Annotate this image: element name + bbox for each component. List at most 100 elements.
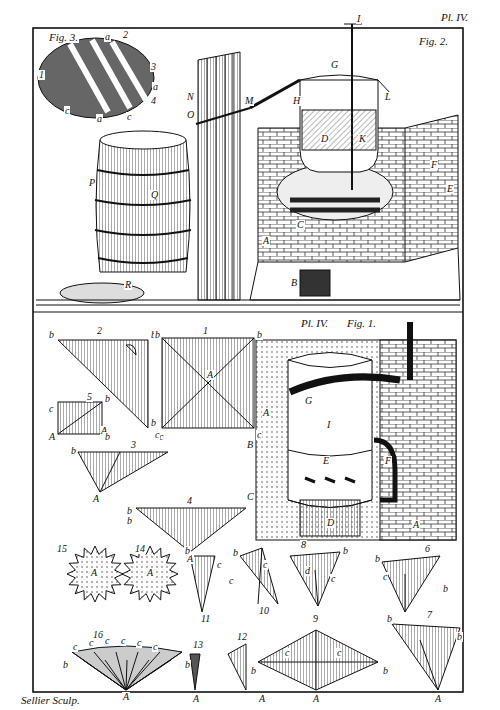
- callout-letter: D: [326, 518, 335, 528]
- callout-letter: B: [290, 278, 298, 288]
- callout-letter: Q: [150, 190, 159, 200]
- callout-letter: 1: [202, 326, 209, 336]
- callout-letter: 15: [56, 544, 68, 554]
- callout-letter: 2: [122, 30, 129, 40]
- callout-letter: c: [48, 404, 54, 414]
- callout-letter: E: [322, 456, 330, 466]
- callout-letter: c: [126, 112, 132, 122]
- callout-letter: 4: [186, 496, 193, 506]
- callout-letter: b: [250, 666, 257, 676]
- callout-letter: a: [104, 32, 111, 42]
- callout-letter: A: [258, 694, 266, 704]
- callout-letter: c: [72, 642, 78, 652]
- callout-letter: a: [96, 114, 103, 124]
- callout-letter: c: [256, 430, 262, 440]
- callout-letter: b: [374, 554, 381, 564]
- callout-letter: O: [186, 110, 195, 120]
- callout-letter: b: [232, 548, 239, 558]
- callout-letter: N: [186, 92, 195, 102]
- callout-letter: c: [154, 430, 160, 440]
- callout-letter: A: [122, 692, 130, 702]
- callout-letter: A: [434, 694, 442, 704]
- callout-letter: C: [296, 220, 305, 230]
- callout-letter: C: [246, 492, 255, 502]
- callout-letter: A: [312, 694, 320, 704]
- callout-letter: b: [456, 632, 463, 642]
- callout-letter: b: [70, 446, 77, 456]
- callout-letter: b: [386, 614, 393, 624]
- callout-letter: G: [330, 60, 339, 70]
- callout-letter: K: [358, 134, 367, 144]
- callout-letter: c: [262, 560, 268, 570]
- callout-letter: A: [146, 568, 154, 578]
- callout-letter: G: [304, 396, 313, 406]
- callout-letter: D: [320, 134, 329, 144]
- callout-letter: P: [88, 178, 96, 188]
- callout-letter: A: [48, 432, 56, 442]
- callout-letter: 12: [236, 632, 248, 642]
- callout-letter: R: [124, 280, 132, 290]
- callout-letter: 5: [86, 392, 93, 402]
- callout-letter: c: [136, 638, 142, 648]
- callout-letter: a: [152, 82, 159, 92]
- callout-letter: b: [150, 418, 157, 428]
- callout-letter: c: [330, 574, 336, 584]
- callout-letter: 3: [130, 440, 137, 450]
- callout-letter: F: [384, 456, 392, 466]
- callout-letter: d: [304, 566, 311, 576]
- star-fold: [122, 546, 178, 602]
- callout-letter: c: [88, 638, 94, 648]
- callout-letter: b: [48, 330, 55, 340]
- callout-letter: b: [62, 660, 69, 670]
- callout-letter: c: [152, 642, 158, 652]
- callout-letter: F: [430, 160, 438, 170]
- callout-letter: c: [284, 648, 290, 658]
- callout-letter: 7: [426, 610, 433, 620]
- callout-letter: 11: [200, 614, 211, 624]
- callout-letter: b: [154, 330, 161, 340]
- callout-letter: 1: [38, 70, 45, 80]
- callout-letter: b: [126, 516, 133, 526]
- callout-letter: c: [104, 636, 110, 646]
- callout-letter: b: [126, 506, 133, 516]
- callout-letter: b: [256, 330, 263, 340]
- callout-letter: A: [192, 694, 200, 704]
- callout-letter: L: [384, 92, 392, 102]
- callout-letter: b: [382, 666, 389, 676]
- callout-letter: b: [184, 546, 191, 556]
- callout-letter: A: [90, 568, 98, 578]
- callout-letter: b: [184, 660, 191, 670]
- callout-letter: b: [342, 546, 349, 556]
- plate-heading: Fig. 3.: [48, 32, 79, 43]
- callout-letter: 13: [192, 640, 204, 650]
- fan-fold: [72, 646, 182, 690]
- plate-heading: Fig. 2.: [418, 36, 449, 47]
- callout-letter: b: [104, 394, 111, 404]
- callout-letter: M: [244, 96, 254, 106]
- plate-heading: Fig. 1.: [346, 318, 377, 329]
- plate-heading: Pl. IV.: [300, 318, 329, 329]
- callout-letter: 4: [150, 96, 157, 106]
- callout-letter: H: [292, 96, 301, 106]
- callout-letter: c: [228, 576, 234, 586]
- callout-letter: 8: [300, 540, 307, 550]
- plate-heading: Sellier Sculp.: [20, 695, 81, 706]
- callout-letter: c: [382, 572, 388, 582]
- callout-letter: 2: [96, 326, 103, 336]
- callout-letter: b: [442, 584, 449, 594]
- callout-letter: c: [120, 636, 126, 646]
- callout-letter: A: [262, 236, 270, 246]
- callout-letter: 9: [312, 614, 319, 624]
- callout-letter: A: [412, 520, 420, 530]
- plate-heading: Pl. IV.: [440, 12, 469, 23]
- callout-letter: I: [356, 14, 361, 24]
- callout-letter: 3: [150, 62, 157, 72]
- callout-letter: c: [216, 560, 222, 570]
- callout-letter: 6: [424, 544, 431, 554]
- callout-letter: A: [92, 494, 100, 504]
- callout-letter: c: [64, 106, 70, 116]
- callout-letter: 14: [134, 544, 146, 554]
- callout-letter: E: [446, 184, 454, 194]
